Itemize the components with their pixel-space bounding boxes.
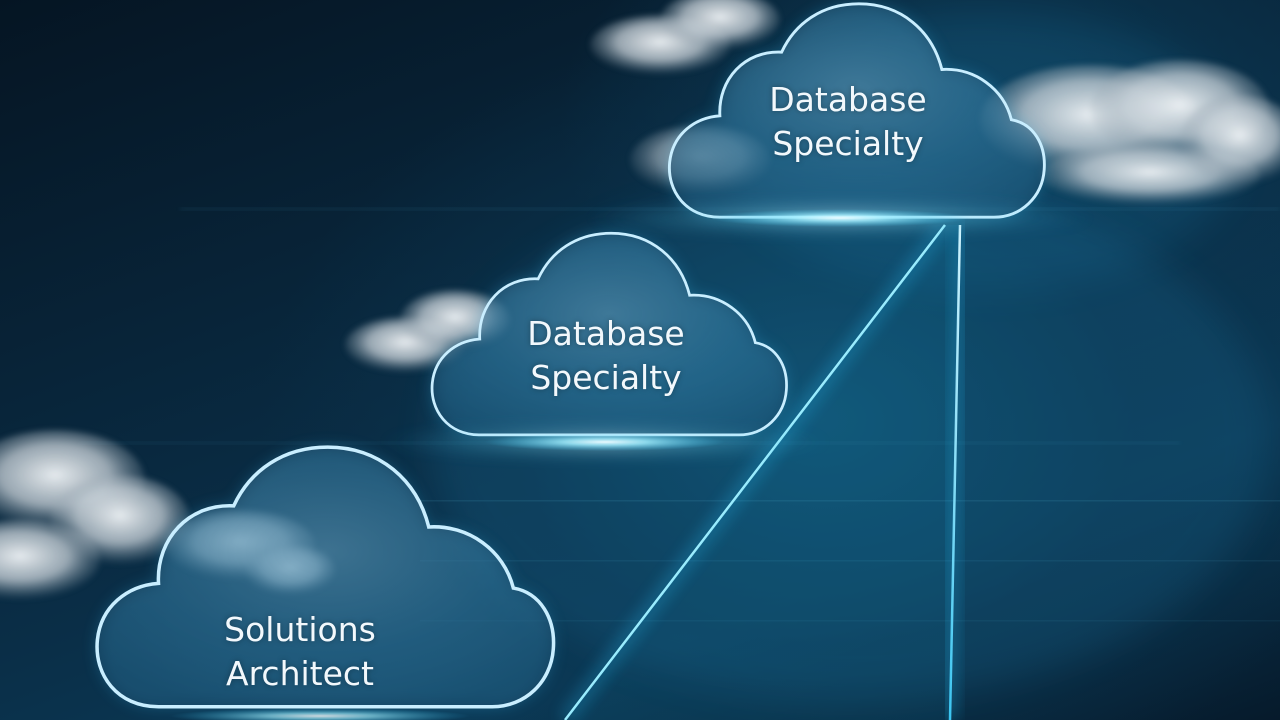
cloud-2-line1: Database (527, 314, 685, 353)
cloud-1-line1: Solutions (224, 610, 376, 649)
cloud-step-3 (580, 2, 1100, 234)
cloud-3-line1: Database (769, 80, 927, 119)
cloud-step-2 (375, 231, 835, 458)
cloud-1-line2: Architect (226, 654, 374, 693)
cloud-2-line2: Specialty (530, 358, 682, 397)
cloud-label-solutions-architect: Solutions Architect (200, 608, 400, 696)
light-beams (560, 221, 965, 720)
cloud-label-database-specialty-top: Database Specialty (748, 78, 948, 166)
cloud-3-line2: Specialty (772, 124, 924, 163)
cloud-label-database-specialty-middle: Database Specialty (506, 312, 706, 400)
